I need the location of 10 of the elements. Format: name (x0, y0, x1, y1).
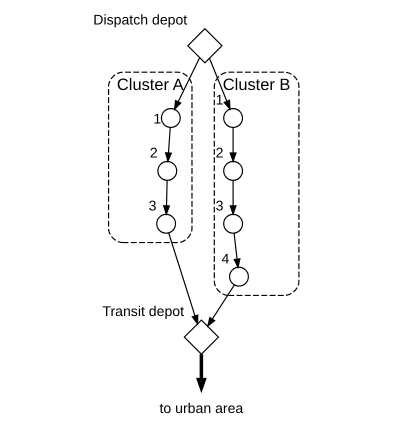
node-label: 1 (215, 92, 224, 108)
node-label: 2 (149, 144, 158, 160)
node-label: 3 (215, 197, 224, 214)
node-label: Transit depot (102, 303, 184, 320)
node-label: 3 (148, 197, 156, 214)
node-label: 1 (152, 110, 161, 126)
node-label: Dispatch depot (92, 12, 187, 28)
node-text: to urban area (159, 400, 243, 416)
node-label: 2 (215, 144, 224, 160)
node-label: 4 (221, 250, 229, 266)
